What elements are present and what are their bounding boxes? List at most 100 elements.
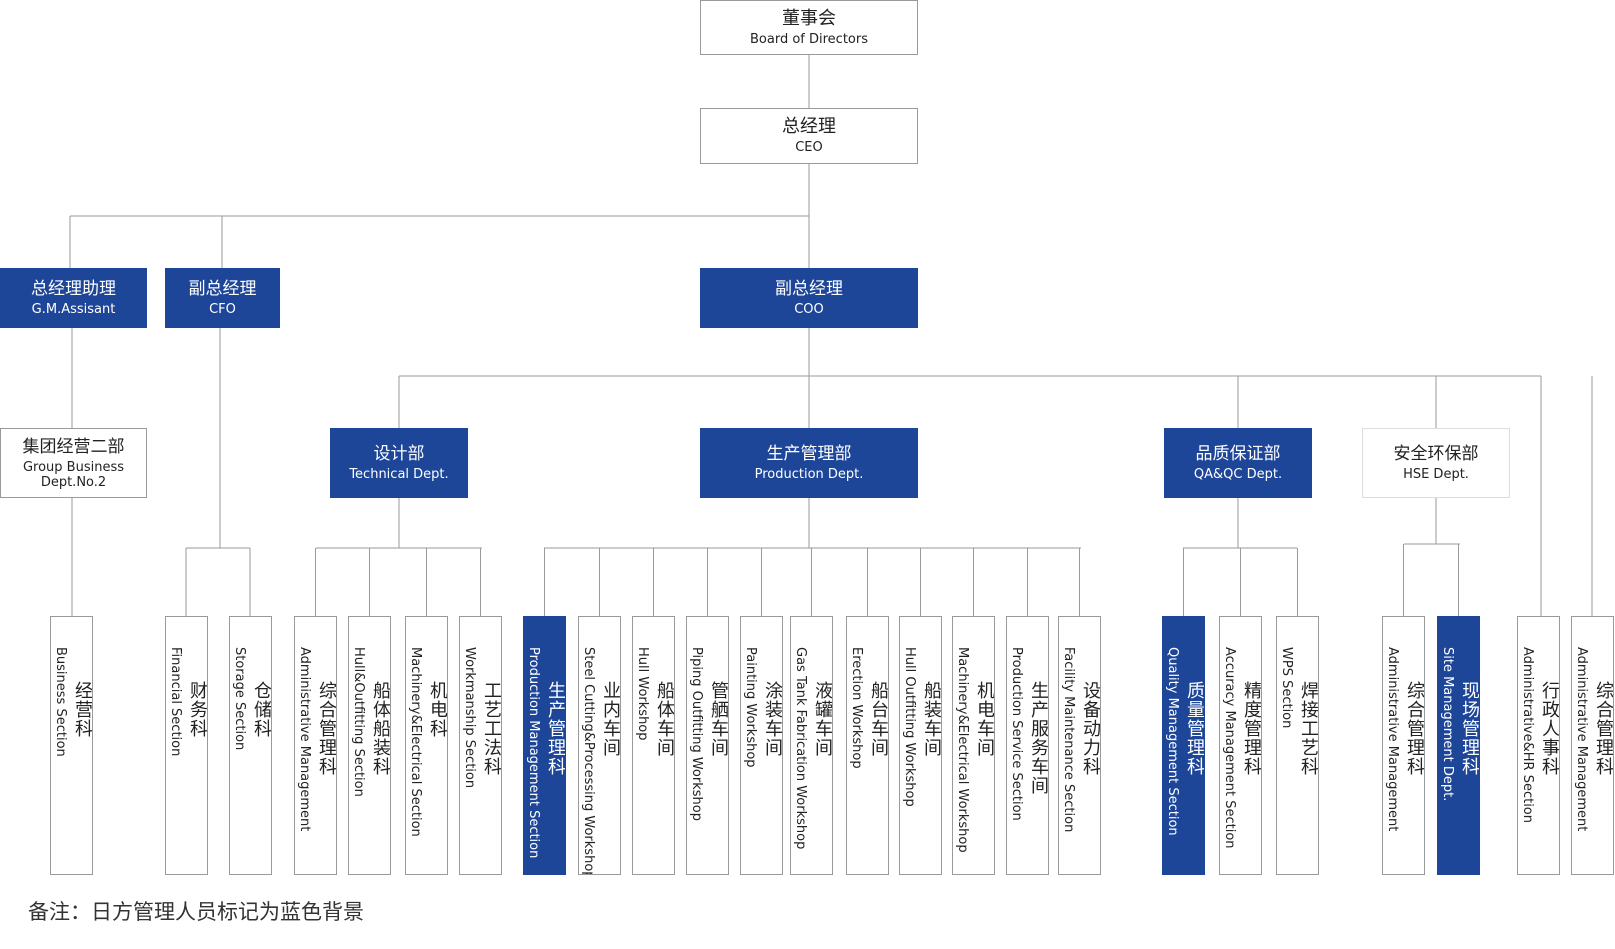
org-box-prod: 生产管理部 Production Dept. <box>700 428 918 498</box>
org-box-title: 董事会 <box>782 7 836 29</box>
section-box: 生产服务车间 Production Service Section <box>1006 616 1049 875</box>
section-subtitle: WPS Section <box>1279 647 1294 729</box>
section-box: 机电车间 Machinery&Electrical Workshop <box>952 616 995 875</box>
section-subtitle: Steel Cutting&Processing Workshop <box>581 647 596 875</box>
section-title: 财务科 <box>187 681 208 738</box>
section-box: 现场管理科 Site Management Dept. <box>1437 616 1480 875</box>
section-box: 经营科 Business Section <box>50 616 93 875</box>
section-title: 船台车间 <box>868 681 889 757</box>
org-box-title: 集团经营二部 <box>22 437 125 457</box>
section-box: 机电科 Machinery&Electrical Section <box>405 616 448 875</box>
legend-note: 备注：日方管理人员标记为蓝色背景 <box>28 900 364 924</box>
org-box-ceo: 总经理 CEO <box>700 108 918 164</box>
org-box-subtitle: Production Dept. <box>754 467 864 482</box>
org-box-subtitle: CEO <box>795 140 823 155</box>
section-box: 船台车间 Erection Workshop <box>846 616 889 875</box>
section-title: 现场管理科 <box>1459 681 1480 776</box>
section-subtitle: Administrative Management <box>1574 647 1589 832</box>
section-title: 机电科 <box>427 681 448 738</box>
section-subtitle: Facility Maintenance Section <box>1061 647 1076 833</box>
org-box-title: 安全环保部 <box>1393 444 1479 464</box>
section-subtitle: Hull&Outfitting Section <box>351 647 366 797</box>
section-box: 涂装车间 Painting Workshop <box>740 616 783 875</box>
section-title: 船装车间 <box>921 681 942 757</box>
org-box-subtitle: G.M.Assisant <box>31 302 116 317</box>
section-title: 机电车间 <box>974 681 995 757</box>
section-box: 仓储科 Storage Section <box>229 616 272 875</box>
section-subtitle: Machinery&Electrical Section <box>408 647 423 837</box>
section-subtitle: Accuracy Management Section <box>1222 647 1237 849</box>
section-title: 精度管理科 <box>1241 681 1262 776</box>
section-subtitle: Erection Workshop <box>849 647 864 769</box>
org-box-subtitle: COO <box>794 302 824 317</box>
section-title: 质量管理科 <box>1184 681 1205 776</box>
section-box: 设备动力科 Facility Maintenance Section <box>1058 616 1101 875</box>
org-box-title: 总经理助理 <box>31 279 116 299</box>
org-box-title: 副总经理 <box>775 279 843 299</box>
section-subtitle: Business Section <box>53 647 68 757</box>
section-title: 行政人事科 <box>1539 681 1560 776</box>
section-box: 财务科 Financial Section <box>165 616 208 875</box>
section-subtitle: Piping Outfitting Workshop <box>689 647 704 821</box>
section-box: 焊接工艺科 WPS Section <box>1276 616 1319 875</box>
section-subtitle: Workmanship Section <box>462 647 477 789</box>
section-title: 综合管理科 <box>1593 681 1614 776</box>
section-box: 管舾车间 Piping Outfitting Workshop <box>686 616 729 875</box>
section-title: 涂装车间 <box>762 681 783 757</box>
section-title: 综合管理科 <box>316 681 337 776</box>
section-subtitle: Administrative Management <box>297 647 312 832</box>
section-title: 经营科 <box>72 681 93 738</box>
org-box-title: 品质保证部 <box>1195 444 1281 464</box>
section-title: 液罐车间 <box>812 681 833 757</box>
section-title: 生产服务车间 <box>1028 681 1049 795</box>
section-title: 焊接工艺科 <box>1298 681 1319 776</box>
section-subtitle: Administrative Management <box>1385 647 1400 832</box>
section-subtitle: Painting Workshop <box>743 647 758 768</box>
section-title: 船体车间 <box>654 681 675 757</box>
org-box-tech: 设计部 Technical Dept. <box>330 428 468 498</box>
section-subtitle: Administrative&HR Section <box>1520 647 1535 824</box>
section-subtitle: Site Management Dept. <box>1440 647 1455 802</box>
section-title: 综合管理科 <box>1404 681 1425 776</box>
section-subtitle: Hull Outfitting Workshop <box>902 647 917 807</box>
org-box-subtitle: CFO <box>209 302 236 317</box>
section-box: 船体船装科 Hull&Outfitting Section <box>348 616 391 875</box>
section-box: 液罐车间 Gas Tank Fabrication Workshop <box>790 616 833 875</box>
section-title: 工艺工法科 <box>481 681 502 776</box>
org-box-subtitle: HSE Dept. <box>1403 467 1469 482</box>
section-subtitle: Storage Section <box>232 647 247 751</box>
section-title: 船体船装科 <box>370 681 391 776</box>
section-box: 行政人事科 Administrative&HR Section <box>1517 616 1560 875</box>
org-box-title: 生产管理部 <box>766 444 852 464</box>
org-box-subtitle: QA&QC Dept. <box>1193 467 1283 482</box>
org-box-subtitle: Technical Dept. <box>349 467 449 482</box>
org-box-subtitle: Board of Directors <box>750 31 868 47</box>
section-title: 仓储科 <box>251 681 272 738</box>
section-box: 综合管理科 Administrative Management <box>294 616 337 875</box>
section-box: 船装车间 Hull Outfitting Workshop <box>899 616 942 875</box>
org-box-board: 董事会 Board of Directors <box>700 0 918 55</box>
org-box-subtitle: Group Business Dept.No.2 <box>22 460 125 490</box>
section-title: 业内车间 <box>600 681 621 757</box>
section-subtitle: Production Management Section <box>526 647 541 859</box>
org-box-title: 副总经理 <box>188 279 257 299</box>
section-subtitle: Gas Tank Fabrication Workshop <box>793 647 808 850</box>
section-subtitle: Production Service Section <box>1009 647 1024 821</box>
org-box-title: 设计部 <box>373 444 425 464</box>
section-box: 综合管理科 Administrative Management <box>1571 616 1614 875</box>
section-title: 设备动力科 <box>1080 681 1101 776</box>
section-subtitle: Financial Section <box>168 647 183 757</box>
section-box: 业内车间 Steel Cutting&Processing Workshop <box>578 616 621 875</box>
section-subtitle: Quality Management Section <box>1165 647 1180 836</box>
org-box-title: 总经理 <box>782 116 836 137</box>
section-box: 综合管理科 Administrative Management <box>1382 616 1425 875</box>
org-box-qa: 品质保证部 QA&QC Dept. <box>1164 428 1312 498</box>
org-box-ga: 总经理助理 G.M.Assisant <box>0 268 147 328</box>
section-box: 质量管理科 Quality Management Section <box>1162 616 1205 875</box>
section-subtitle: Machinery&Electrical Workshop <box>955 647 970 853</box>
section-title: 管舾车间 <box>708 681 729 757</box>
org-box-hse: 安全环保部 HSE Dept. <box>1362 428 1510 498</box>
